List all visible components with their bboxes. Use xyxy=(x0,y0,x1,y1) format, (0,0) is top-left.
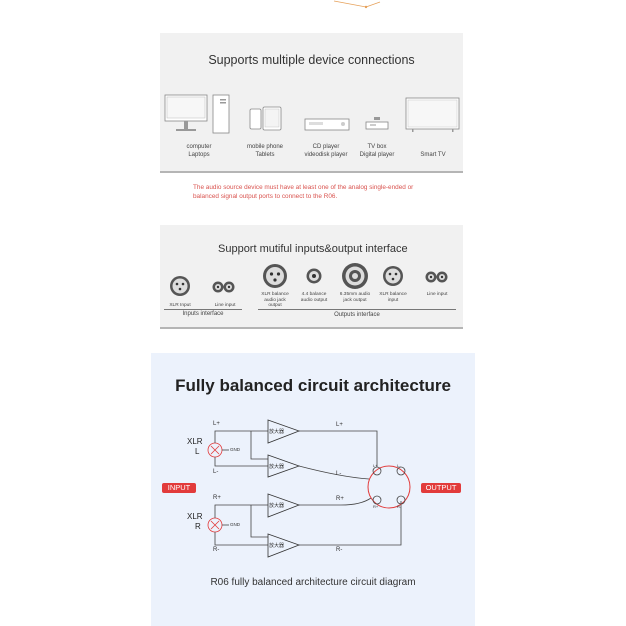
diagram-title: Fully balanced circuit architecture xyxy=(175,376,451,395)
xlr-output-icon xyxy=(263,264,287,288)
xlr-l-channel: L xyxy=(195,447,200,456)
device-connections-title: Supports multiple device connections xyxy=(208,53,415,67)
xlr-balance-input-icon xyxy=(383,266,403,286)
input-label-xlr: XLR Input xyxy=(169,303,191,308)
computer-icon xyxy=(162,93,232,135)
output-badge: OUTPUT xyxy=(425,483,457,492)
tv-box-icon xyxy=(342,93,412,135)
r-plus-in: R+ xyxy=(213,495,221,501)
line-input-icon xyxy=(212,281,235,293)
smart-tv-icon xyxy=(398,93,468,135)
amp-label-3: 放大器 xyxy=(269,503,285,509)
line-input-2-icon xyxy=(425,271,448,283)
interfaces-title: Support mutiful inputs&output interface xyxy=(218,243,408,255)
l-plus-out: L+ xyxy=(336,422,343,428)
circuit-diagram-panel: Fully balanced circuit architecture xyxy=(151,353,475,626)
output-label-line: Line input xyxy=(426,292,448,297)
r-plus-out: R+ xyxy=(336,496,344,502)
device-label-smarttv: Smart TV xyxy=(420,152,446,158)
xlr-r-channel: R xyxy=(195,522,201,531)
r-minus-in: R- xyxy=(213,547,220,553)
outputs-divider xyxy=(258,309,456,310)
outputs-group-label: Outputs interface xyxy=(334,312,380,318)
out-pin-lminus: L- xyxy=(397,463,401,468)
interfaces-card: Support mutiful inputs&output interface … xyxy=(160,225,463,329)
amp-label-1: 放大器 xyxy=(269,429,285,435)
amp-label-4: 放大器 xyxy=(269,543,285,549)
input-label-line: Line input xyxy=(214,303,236,308)
circuit-diagram xyxy=(162,419,461,558)
out-pin-lplus: L+ xyxy=(373,463,378,468)
xlr-input-icon xyxy=(170,276,190,296)
phone-tablet-icon xyxy=(230,93,300,135)
input-badge: INPUT xyxy=(167,483,191,492)
out-pin-rminus: R- xyxy=(397,504,402,509)
l-plus-in: L+ xyxy=(213,421,220,427)
gnd-r-label: GND xyxy=(230,522,240,527)
device-connections-card: Supports multiple device connections com… xyxy=(160,33,463,173)
inputs-group-label: Inputs interface xyxy=(182,311,224,317)
cd-player-icon xyxy=(291,93,361,135)
jack-635-icon xyxy=(342,263,368,289)
l-minus-in: L- xyxy=(213,469,219,475)
r-minus-out: R- xyxy=(336,547,343,553)
l-minus-out: L- xyxy=(336,471,342,477)
inputs-divider xyxy=(164,309,242,310)
device-requirement-note: The audio source device must have at lea… xyxy=(193,184,414,200)
diagram-caption: R06 fully balanced architecture circuit … xyxy=(210,577,416,588)
xlr-l-label: XLR xyxy=(187,437,203,446)
balance-44-icon xyxy=(306,268,322,284)
xlr-r-label: XLR xyxy=(187,512,203,521)
out-pin-rplus: R+ xyxy=(373,504,379,509)
amp-label-2: 放大器 xyxy=(269,464,285,470)
gnd-l-label: GND xyxy=(230,447,240,452)
top-decoration xyxy=(333,0,381,9)
